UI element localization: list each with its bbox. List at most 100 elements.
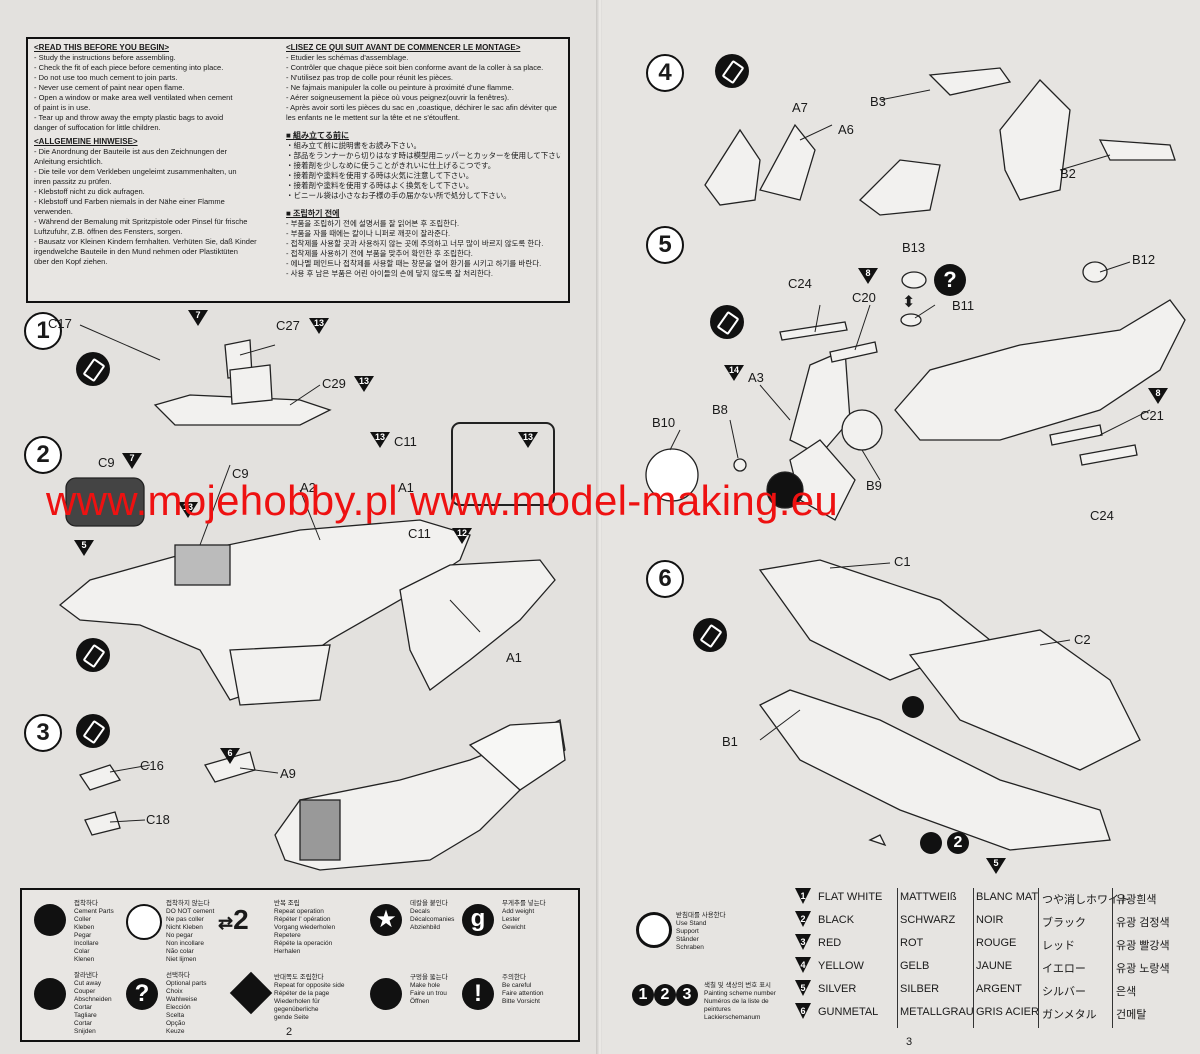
- color-number-icon: 6: [795, 1003, 811, 1019]
- part-label: B10: [652, 415, 676, 430]
- part-label: A3: [748, 370, 764, 385]
- kr-line: - 에나멜 페인트나 접착제를 사용할 때는 창문을 열어 환기를 시키고 하기…: [286, 259, 542, 268]
- step-4-number: 4: [646, 54, 684, 92]
- paint-tag-number: 8: [1155, 388, 1161, 398]
- part-label: B9: [866, 478, 882, 493]
- spinner-backplate-shape: [841, 409, 883, 451]
- part-label: A1: [506, 650, 522, 665]
- kr-title: ■ 조립하기 전에: [286, 209, 340, 218]
- de-line: über den Kopf ziehen.: [34, 257, 108, 266]
- fr-line: - Après avoir sorti les pièces du sac en…: [286, 103, 557, 112]
- paint-tag-number: 13: [523, 432, 534, 442]
- fr-line: - Contrôler que chaque pièce soit bien c…: [286, 63, 544, 72]
- jp-line: ・接着剤や塗料を使用する時はよく換気をして下さい。: [286, 181, 474, 190]
- en-line: - Check the fit of each piece before cem…: [34, 63, 224, 72]
- en-line: - Do not use too much cement to join par…: [34, 73, 178, 82]
- step-1-number: 1: [24, 312, 62, 350]
- table-divider: [1112, 888, 1113, 1028]
- tail-shape: [399, 559, 556, 691]
- tail-assembled-shape: [999, 79, 1071, 201]
- part-label: C11: [394, 434, 417, 449]
- part-label: A1: [398, 480, 414, 495]
- en-line: danger of suffocation for little childre…: [34, 123, 161, 132]
- step-6-number: 6: [646, 560, 684, 598]
- paint-tag: 7: [122, 453, 142, 469]
- color-number-icon: 2: [795, 911, 811, 927]
- paint-tag-number: 13: [314, 318, 325, 328]
- tail-half-shape: [704, 128, 761, 206]
- en-line: - Open a window or make area well ventil…: [34, 93, 233, 102]
- optional-icon: ?: [934, 264, 966, 296]
- de-line: - Während der Bemalung mit Spritzpistole…: [34, 217, 248, 226]
- en-line: - Tear up and throw away the empty plast…: [34, 113, 224, 122]
- de-line: - Bausatz vor Kleinen Kindern fernhalten…: [34, 237, 257, 246]
- jp-line: ・組み立て前に説明書をお読み下さい。: [286, 141, 421, 150]
- paint-tag-number: 13: [375, 432, 386, 442]
- part-label: C20: [852, 290, 876, 305]
- de-line: - Klebstoff und Farben niemals in der Nä…: [34, 197, 225, 206]
- paint-tag-number: 12: [457, 528, 468, 538]
- fr-title: <LISEZ CE QUI SUIT AVANT DE COMMENCER LE…: [286, 43, 521, 52]
- color-number-icon: 1: [795, 888, 811, 904]
- jp-line: ・ビニール袋は小さなお子様の手の届かない所で処分して下さい。: [286, 191, 511, 200]
- detail-inset-box: [451, 422, 555, 506]
- glue-icon: [76, 352, 110, 386]
- de-line: Anleitung ersichtlich.: [34, 157, 103, 166]
- lower-wing-shape: [759, 689, 1111, 851]
- glue-icon: [715, 54, 749, 88]
- paint-tag: 13: [370, 432, 390, 448]
- scheme-badge: 3: [676, 984, 698, 1006]
- step-5-number: 5: [646, 226, 684, 264]
- drill-hole-icon: [920, 832, 942, 854]
- paint-tag-number: 7: [129, 453, 135, 463]
- paint-tag: 5: [986, 858, 1006, 874]
- part-label: C1: [894, 554, 911, 569]
- paint-tag-number: 5: [993, 858, 999, 868]
- color-number-icon: 4: [795, 957, 811, 973]
- glue-icon: [710, 305, 744, 339]
- de-line: - Die Anordnung der Bauteile ist aus den…: [34, 147, 228, 156]
- color-number-icon: 3: [795, 934, 811, 950]
- double-arrow-icon: ⬍: [902, 294, 916, 311]
- paint-tag: 12: [452, 528, 472, 544]
- part-label: A7: [792, 100, 808, 115]
- fuselage-engine-shape: [894, 299, 1186, 441]
- repeat-count-badge: 2: [947, 832, 969, 854]
- part-label: A6: [838, 122, 854, 137]
- de-line: inren passitz zu prüfen.: [34, 177, 112, 186]
- fr-line: - N'utilisez pas trop de colle pour réun…: [286, 73, 453, 82]
- jp-line: ・接着剤を少しなめに使うことがきれいに仕上げるこつです。: [286, 161, 496, 170]
- part-label: C24: [788, 276, 812, 291]
- page-number-right: 3: [906, 1036, 913, 1048]
- paint-tag-number: 8: [865, 268, 871, 278]
- fr-line: - Ne fajmais manipuler la colle ou peint…: [286, 83, 514, 92]
- part-label: C24: [1090, 508, 1114, 523]
- part-label: B2: [1060, 166, 1076, 181]
- glue-icon: [693, 618, 727, 652]
- glue-icon: [76, 714, 110, 748]
- en-line: of paint is in use.: [34, 103, 91, 112]
- instructions-right-column: <LISEZ CE QUI SUIT AVANT DE COMMENCER LE…: [286, 43, 561, 279]
- part-label: C16: [140, 758, 164, 773]
- paint-tag: 13: [354, 376, 374, 392]
- de-line: irgendwelche Bauteile in den Mund nehmen…: [34, 247, 238, 256]
- en-title: <READ THIS BEFORE YOU BEGIN>: [34, 43, 169, 52]
- paint-tag: 6: [220, 748, 240, 764]
- part-label: B12: [1132, 252, 1156, 267]
- cockpit-panel-shape: [174, 544, 231, 586]
- glue-icon: [76, 638, 110, 672]
- scheme-badge: 1: [632, 984, 654, 1006]
- spinner-shape: [645, 448, 699, 502]
